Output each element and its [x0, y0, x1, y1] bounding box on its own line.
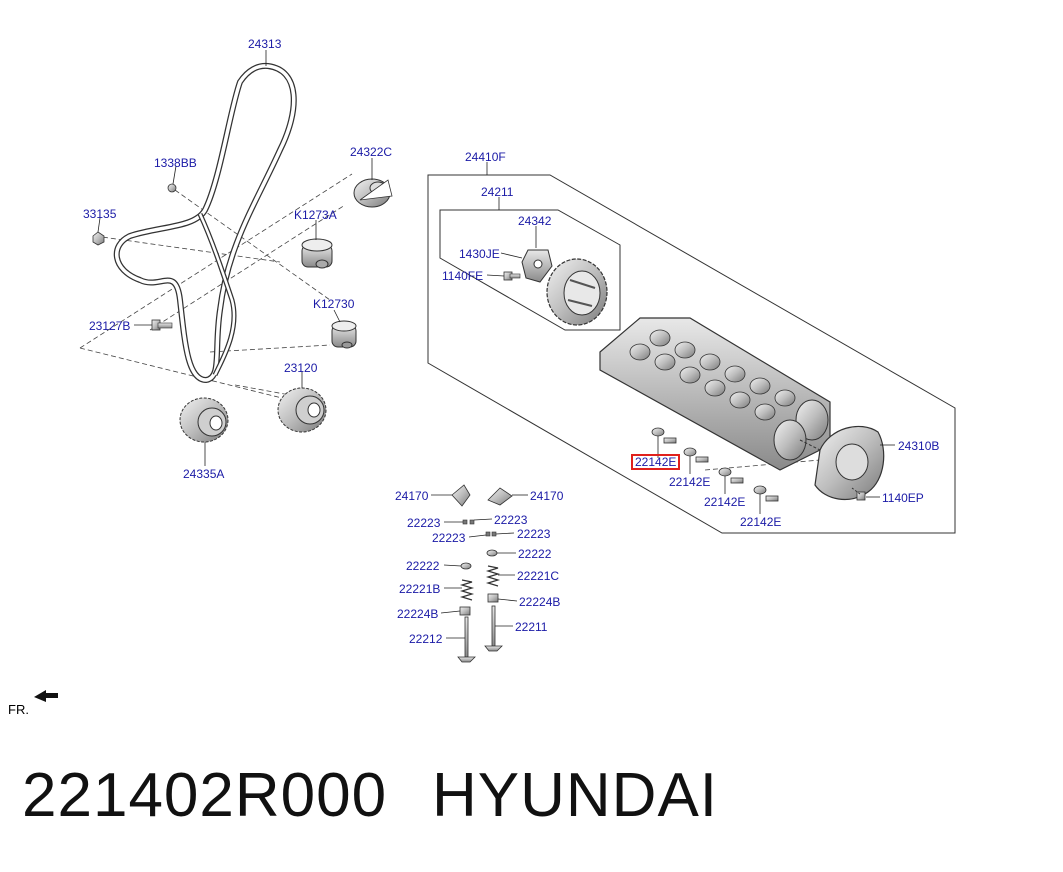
label-23120[interactable]: 23120	[284, 361, 318, 375]
sensor-wheel-24342	[546, 258, 608, 326]
label-24170-left[interactable]: 24170	[395, 489, 429, 503]
label-1338bb[interactable]: 1338BB	[154, 156, 197, 170]
parts-diagram	[34, 50, 956, 702]
bolt-23127b	[151, 319, 173, 331]
label-24310b[interactable]: 24310B	[898, 439, 940, 453]
nut-1338bb	[167, 183, 177, 193]
head-assy-frame	[427, 174, 956, 534]
label-24170-right[interactable]: 24170	[530, 489, 564, 503]
label-24322c[interactable]: 24322C	[350, 145, 393, 159]
bolt-1140ep	[851, 487, 866, 501]
idler-k12730	[331, 320, 357, 349]
label-22142e-4[interactable]: 22142E	[740, 515, 782, 529]
front-arrow-icon	[34, 690, 58, 702]
label-24410f[interactable]: 24410F	[465, 150, 506, 164]
bolt-1140fe	[503, 271, 521, 281]
label-33135[interactable]: 33135	[83, 207, 117, 221]
label-1140ep[interactable]: 1140EP	[882, 491, 924, 505]
label-23127b[interactable]: 23127B	[89, 319, 131, 333]
sprocket-24335a	[179, 397, 229, 443]
part-number: 221402R000	[22, 761, 388, 830]
rocker-arms	[451, 484, 513, 507]
idler-k1273a	[301, 238, 333, 269]
label-24342[interactable]: 24342	[518, 214, 552, 228]
label-22223-r1[interactable]: 22223	[494, 513, 528, 527]
valve-keys	[462, 519, 497, 537]
label-22222-right[interactable]: 22222	[518, 547, 552, 561]
leader-lines	[97, 50, 895, 639]
label-22142e-3[interactable]: 22142E	[704, 495, 746, 509]
direction-label: FR.	[8, 702, 29, 717]
label-22223-r2[interactable]: 22223	[517, 527, 551, 541]
label-22211[interactable]: 22211	[515, 620, 548, 634]
label-1430je[interactable]: 1430JE	[459, 247, 500, 261]
label-22222-left[interactable]: 22222	[406, 559, 440, 573]
label-22221c[interactable]: 22221C	[517, 569, 560, 583]
camshaft-carrier	[599, 317, 831, 471]
valve-springs	[459, 565, 501, 601]
label-22221b[interactable]: 22221B	[399, 582, 441, 596]
label-1140fe[interactable]: 1140FE	[442, 269, 484, 283]
timing-belt	[113, 62, 297, 384]
label-24211[interactable]: 24211	[481, 185, 514, 199]
label-22142e-highlighted[interactable]: 22142E	[631, 454, 681, 470]
cover-24310b	[814, 425, 885, 500]
label-k1273a[interactable]: K1273A	[294, 208, 337, 222]
label-22224b-left[interactable]: 22224B	[397, 607, 439, 621]
label-22223-l2[interactable]: 22223	[432, 531, 466, 545]
label-22224b-right[interactable]: 22224B	[519, 595, 561, 609]
label-22212[interactable]: 22212	[409, 632, 443, 646]
brand-name: HYUNDAI	[432, 761, 719, 830]
label-22142e-2[interactable]: 22142E	[669, 475, 711, 489]
label-22223-l1[interactable]: 22223	[407, 516, 441, 530]
label-24335a[interactable]: 24335A	[183, 467, 225, 481]
bracket-1430je	[521, 249, 553, 283]
sprocket-23120	[277, 387, 327, 433]
camshaft-assy-frame	[439, 209, 621, 331]
label-k12730[interactable]: K12730	[313, 297, 355, 311]
nut-33135	[92, 231, 105, 246]
label-24313[interactable]: 24313	[248, 37, 282, 51]
tensioner-24322c	[353, 178, 393, 208]
retainers	[460, 549, 498, 570]
